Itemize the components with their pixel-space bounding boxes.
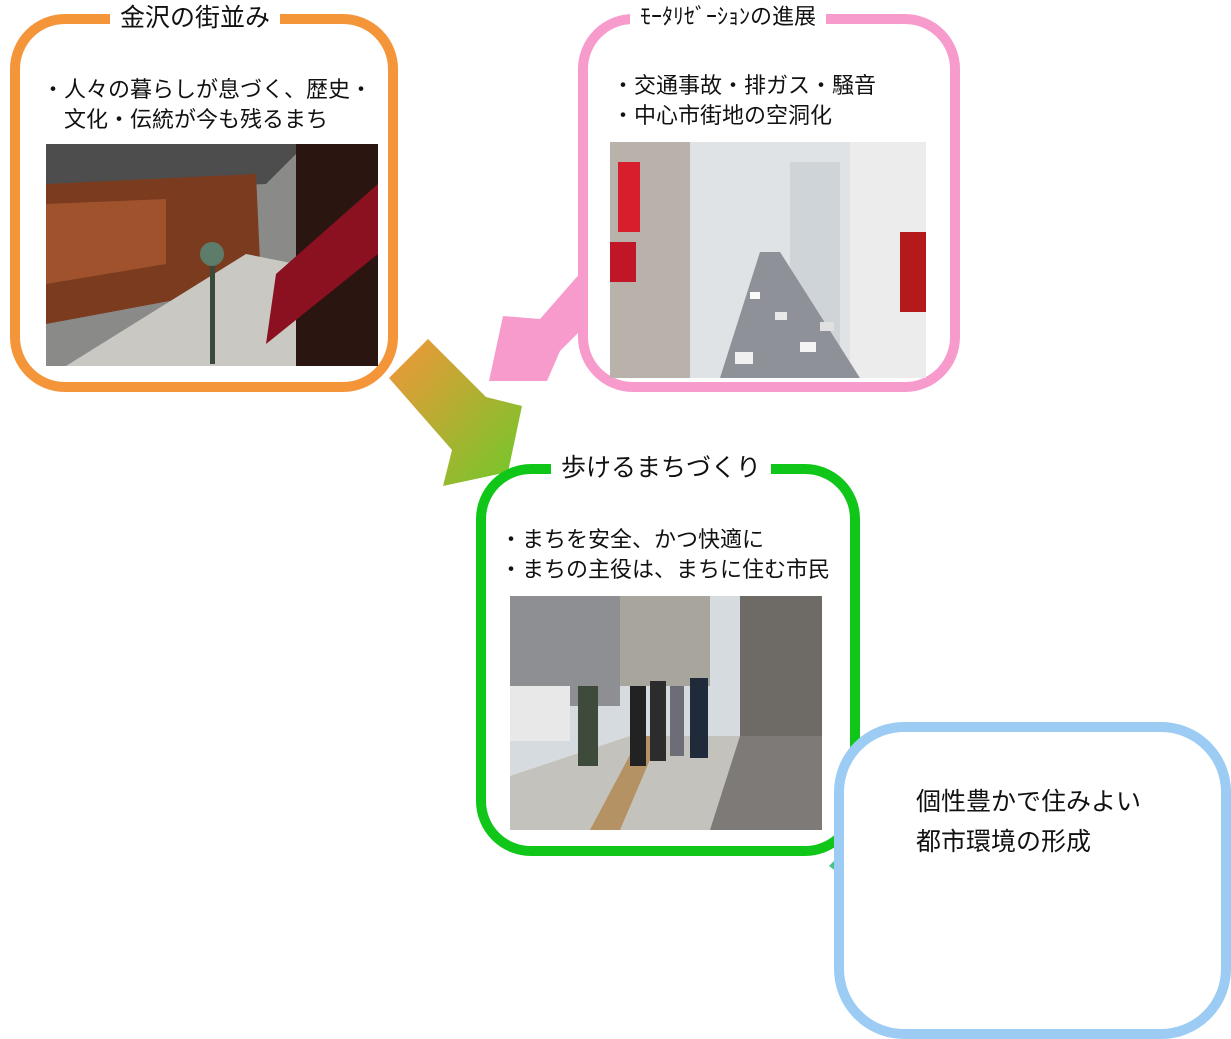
goal-line-2: 都市環境の形成	[916, 827, 1092, 856]
townscape-bullet-1: ・人々の暮らしが息づく、歴史・	[42, 78, 373, 103]
walkable-photo	[510, 596, 822, 830]
townscape-bullet-2: 文化・伝統が今も残るまち	[42, 108, 329, 133]
walkable-bullet-2: ・まちの主役は、まちに住む市民	[500, 558, 831, 583]
motorization-photo	[610, 142, 926, 378]
walkable-bullets: ・まちを安全、かつ快適に ・まちの主役は、まちに住む市民	[500, 526, 830, 586]
townscape-box: 金沢の街並み ・人々の暮らしが息づく、歴史・ 文化・伝統が今も残るまち	[10, 0, 398, 392]
motorization-bullet-1: ・交通事故・排ガス・騒音	[612, 74, 877, 99]
goal-line-1: 個性豊かで住みよい	[916, 787, 1142, 816]
goal-box: 個性豊かで住みよい 都市環境の形成	[834, 722, 1231, 1039]
arrow-townscape-to-walkable	[389, 339, 522, 486]
walkable-title: 歩けるまちづくり	[551, 450, 772, 486]
walkable-bullet-1: ・まちを安全、かつ快適に	[500, 528, 765, 553]
motorization-bullet-2: ・中心市街地の空洞化	[612, 104, 833, 129]
motorization-title: ﾓｰﾀﾘｾﾞｰｼｮﾝの進展	[630, 0, 827, 36]
townscape-photo	[46, 144, 378, 366]
walkable-box: 歩けるまちづくり ・まちを安全、かつ快適に ・まちの主役は、まちに住む市民	[476, 450, 860, 856]
goal-text: 個性豊かで住みよい 都市環境の形成	[916, 782, 1141, 862]
townscape-bullets: ・人々の暮らしが息づく、歴史・ 文化・伝統が今も残るまち	[42, 76, 372, 136]
townscape-title: 金沢の街並み	[110, 0, 281, 36]
motorization-bullets: ・交通事故・排ガス・騒音 ・中心市街地の空洞化	[612, 72, 876, 132]
motorization-box: ﾓｰﾀﾘｾﾞｰｼｮﾝの進展 ・交通事故・排ガス・騒音 ・中心市街地の空洞化	[578, 0, 960, 392]
